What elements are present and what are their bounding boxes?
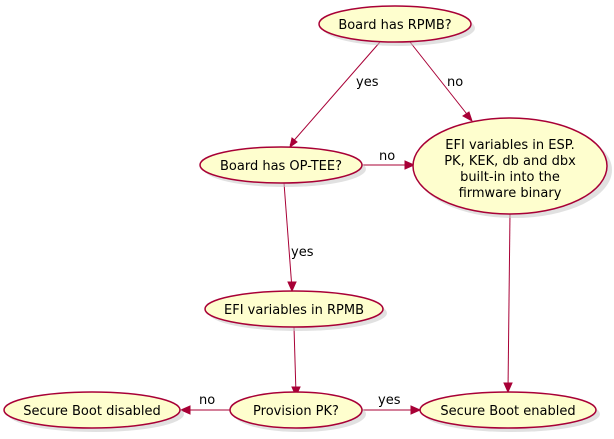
node-efi-variables-esp: EFI variables in ESP. PK, KEK, db and db… (412, 117, 612, 218)
edges: yes no no yes no yes (179, 41, 513, 415)
node-board-has-optee: Board has OP-TEE? (199, 146, 366, 187)
node-secure-boot-enabled: Secure Boot enabled (419, 391, 600, 432)
node-board-has-rpmb: Board has RPMB? (318, 5, 475, 46)
node-label-board-has-optee: Board has OP-TEE? (220, 159, 342, 174)
node-label-provision-pk: Provision PK? (253, 404, 339, 419)
edge-label-rpmb-yes: yes (356, 75, 379, 90)
edge-rpmbvars-to-pk (293, 326, 297, 395)
arrowhead-rpmb-to-esp (462, 111, 473, 123)
edge-optee-to-rpmbvars (283, 182, 293, 290)
node-label-efi-variables-rpmb: EFI variables in RPMB (224, 303, 364, 318)
node-provision-pk: Provision PK? (229, 391, 366, 432)
arrowhead-pk-to-disabled (179, 405, 191, 415)
edge-label-rpmb-no: no (447, 75, 463, 90)
node-label-esp-line-1: EFI variables in ESP. (445, 138, 574, 153)
arrowhead-esp-to-enabled (503, 382, 513, 394)
arrowhead-pk-to-enabled (410, 405, 422, 415)
edge-label-optee-yes: yes (291, 245, 314, 260)
edge-rpmb-to-esp (409, 41, 471, 119)
edge-esp-to-enabled (507, 212, 511, 391)
node-label-secure-boot-disabled: Secure Boot disabled (23, 404, 161, 419)
node-label-board-has-rpmb: Board has RPMB? (338, 18, 451, 33)
node-label-esp-line-2: PK, KEK, db and dbx (444, 154, 576, 169)
arrowhead-optee-to-rpmbvars (287, 281, 297, 293)
node-secure-boot-disabled: Secure Boot disabled (3, 391, 184, 432)
node-label-esp-line-3: built-in into the (460, 170, 560, 185)
edge-label-pk-yes: yes (378, 393, 401, 408)
node-label-esp-line-4: firmware binary (459, 186, 562, 201)
edge-label-optee-no: no (379, 149, 395, 164)
node-label-secure-boot-enabled: Secure Boot enabled (440, 404, 575, 419)
edge-label-pk-no: no (199, 393, 215, 408)
edge-rpmb-to-optee (289, 41, 381, 146)
node-efi-variables-rpmb: EFI variables in RPMB (204, 290, 387, 331)
arrowhead-optee-to-esp (404, 160, 416, 170)
arrowhead-rpmb-to-optee (289, 137, 298, 149)
